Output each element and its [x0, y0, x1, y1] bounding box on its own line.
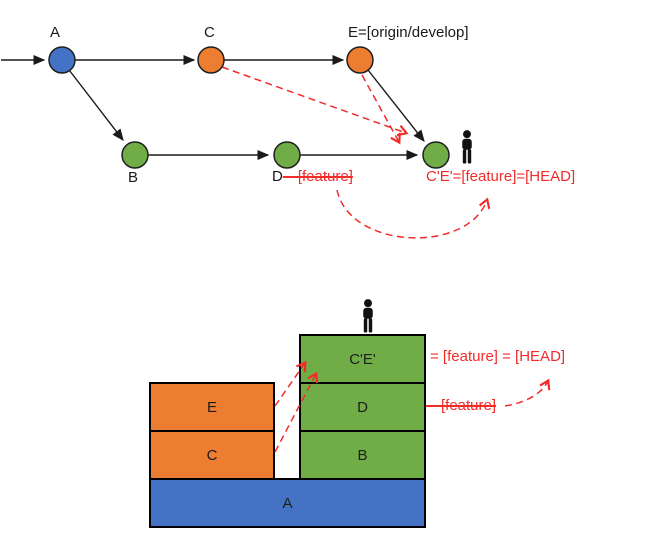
stack-box-b	[299, 430, 426, 480]
commit-node-b	[121, 141, 149, 169]
commit-node-ce	[422, 141, 450, 169]
node-c-label: C	[204, 24, 215, 41]
branch-move-arrow-bottom	[504, 378, 551, 407]
edge-a-to-b	[68, 70, 124, 141]
stack-ce-annotation: = [feature] = [HEAD]	[430, 348, 566, 365]
rebase-arrow-box-e-to-ce	[274, 360, 307, 407]
rebase-arrow-c-to-ce	[221, 66, 409, 137]
node-d-label-group: D—[feature]	[272, 169, 353, 185]
stack-box-b-label: B	[357, 446, 368, 464]
stack-box-c	[149, 430, 275, 480]
person-icon	[363, 299, 373, 333]
person-icon	[462, 130, 472, 164]
commit-node-c	[197, 46, 225, 74]
node-d-old-branch-label: —[feature]	[282, 168, 353, 185]
node-ce-label: C'E'=[feature]=[HEAD]	[426, 168, 576, 185]
stack-box-a	[149, 478, 426, 528]
stack-box-ce-label: C'E'	[349, 350, 376, 368]
stack-d-old-branch-label: —[feature]	[426, 397, 497, 414]
rebase-arrow-e-to-ce	[361, 74, 401, 145]
stack-box-e	[149, 382, 275, 432]
stack-box-e-label: E	[206, 398, 217, 416]
stack-box-ce	[299, 334, 426, 384]
stack-box-a-label: A	[282, 494, 293, 512]
stack-box-c-label: C	[206, 446, 218, 464]
node-e-label: E=[origin/develop]	[348, 24, 469, 41]
node-b-label: B	[128, 169, 139, 186]
node-d-label: D	[272, 168, 283, 185]
commit-node-a	[48, 46, 76, 74]
stack-box-d	[299, 382, 426, 432]
commit-node-d	[273, 141, 301, 169]
commit-node-e	[346, 46, 374, 74]
branch-move-arrow-top	[336, 189, 491, 239]
node-a-label: A	[50, 24, 61, 41]
edge-e-to-ce	[367, 69, 425, 142]
rebase-arrow-box-c-to-ce	[274, 371, 319, 453]
stack-box-d-label: D	[357, 398, 368, 416]
